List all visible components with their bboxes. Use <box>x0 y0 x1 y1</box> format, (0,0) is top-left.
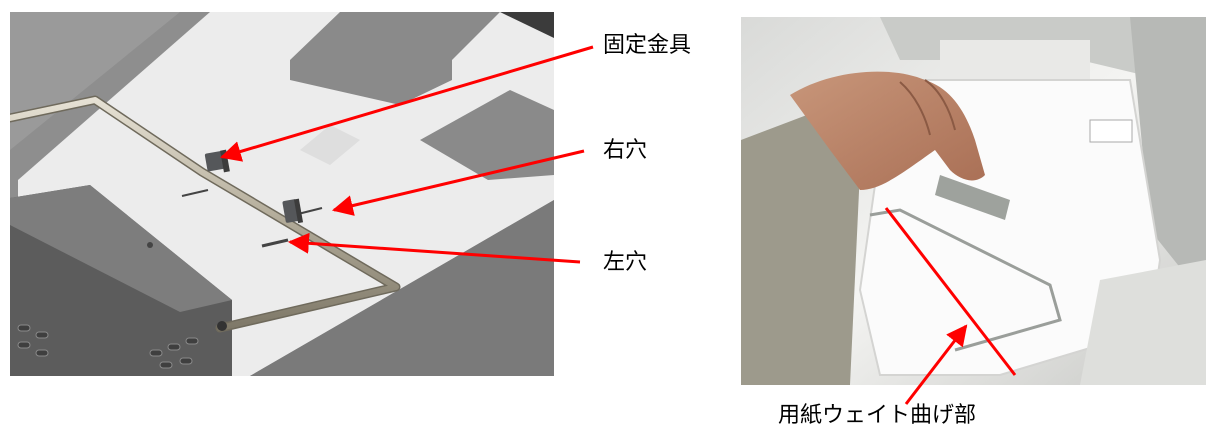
label-right-hole: 右穴 <box>603 138 648 163</box>
hole-bracket-shape <box>282 198 304 224</box>
label-fixing-bracket: 固定金具 <box>603 33 692 58</box>
right-hole-slot <box>297 207 323 215</box>
arrow-left-hole <box>287 232 581 264</box>
label-left-hole: 左穴 <box>603 250 648 275</box>
arrow-fixing-bracket <box>219 45 594 162</box>
operator-sleeve <box>741 110 860 385</box>
label-paper-weight-bent-portion: 用紙ウェイト曲げ部 <box>778 403 977 428</box>
paper-stack <box>858 79 1162 376</box>
bent-portion-line <box>884 207 1017 376</box>
right-photo <box>741 17 1206 385</box>
operator-hand <box>790 71 985 190</box>
arrow-right-hole <box>331 149 585 216</box>
arrow-bent-portion <box>904 324 968 405</box>
slot-mark <box>181 189 209 197</box>
left-technical-diagram <box>10 12 554 376</box>
left-hole-slot <box>261 238 289 248</box>
